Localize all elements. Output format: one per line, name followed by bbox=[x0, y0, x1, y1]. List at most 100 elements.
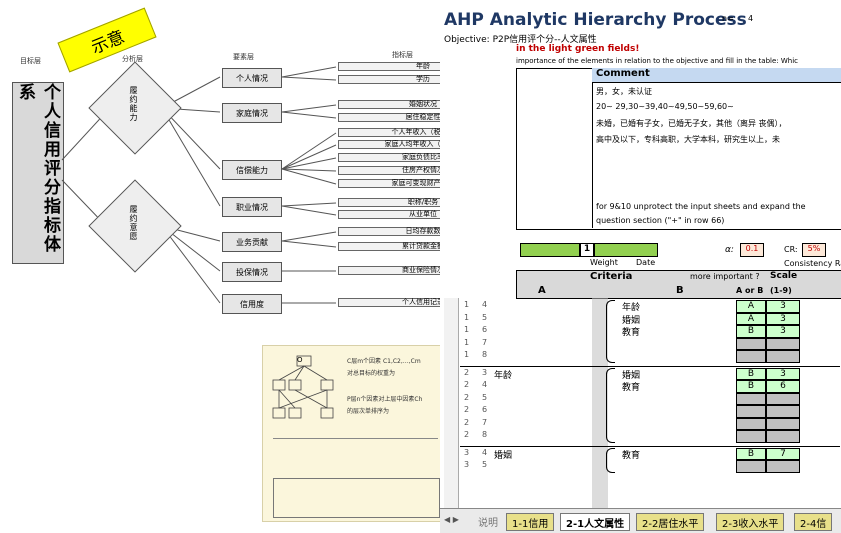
row-index: 1 bbox=[464, 350, 470, 359]
tab-readme[interactable]: 说明 bbox=[478, 518, 498, 529]
choice-cell[interactable]: B bbox=[736, 325, 766, 338]
scale-cell[interactable]: 3 bbox=[766, 300, 800, 313]
comment-header: Comment bbox=[592, 68, 841, 83]
comment-line: 未婚，已婚有子女，已婚无子女，其他（离异 丧偶）， bbox=[596, 119, 787, 128]
row-index: 1 bbox=[464, 325, 470, 334]
factor-family: 家庭情况 bbox=[222, 103, 282, 123]
gray-gutter bbox=[592, 298, 608, 508]
inset-text: P层n个因素对上层中因素Ch bbox=[347, 396, 423, 403]
row-index: 7 bbox=[482, 417, 488, 427]
scale-cell[interactable] bbox=[766, 392, 800, 405]
choice-cell[interactable]: B bbox=[736, 380, 766, 393]
row-index: 5 bbox=[482, 392, 488, 402]
row-index: 8 bbox=[482, 430, 488, 439]
weight-value[interactable]: 1 bbox=[580, 243, 594, 257]
root-node: 个人信用评分指标体系 bbox=[12, 82, 64, 264]
date-field[interactable] bbox=[594, 243, 658, 257]
choice-cell[interactable]: B bbox=[736, 367, 766, 380]
comment-note: for 9&10 unprotect the input sheets and … bbox=[596, 202, 806, 211]
row-index: 4 bbox=[482, 380, 488, 389]
criterion-b: 婚姻 bbox=[622, 315, 641, 326]
choice-cell[interactable] bbox=[736, 430, 766, 443]
criteria-label: Criteria bbox=[590, 271, 633, 282]
criterion-b: 教育 bbox=[622, 450, 641, 461]
comment-divider bbox=[592, 68, 593, 228]
choice-cell[interactable]: A bbox=[736, 300, 766, 313]
textbook-inset: O C层m个因素 C1,C2,…,Cm 对总目标的权重为 P层n个因素对上层中因… bbox=[262, 345, 449, 522]
row-index: 4 bbox=[482, 300, 488, 309]
tab-housing[interactable]: 2-2居住水平 bbox=[636, 513, 705, 531]
row-index: 5 bbox=[482, 312, 488, 322]
factor-business: 业务贡献 bbox=[222, 232, 282, 252]
tab-more[interactable]: 2-4信 bbox=[794, 513, 833, 531]
col-aorb: A or B bbox=[736, 286, 764, 295]
weight-bar[interactable] bbox=[520, 243, 580, 257]
level-label-element: 要素层 bbox=[233, 53, 254, 61]
inset-divider bbox=[273, 438, 438, 439]
row-gutter bbox=[444, 298, 459, 508]
inset-text: 的层次单排序为 bbox=[347, 408, 390, 415]
consistency-label: Consistency Ratio bbox=[784, 259, 841, 268]
row-index: 4 bbox=[482, 447, 488, 457]
level-label-indicator: 指标层 bbox=[392, 51, 413, 59]
scale-cell[interactable] bbox=[766, 417, 800, 430]
criterion-b: 年龄 bbox=[622, 303, 641, 313]
col-a: A bbox=[538, 285, 546, 296]
scale-cell[interactable]: 7 bbox=[766, 447, 800, 460]
objective: Objective: P2P信用评个分--人文属性 bbox=[444, 35, 597, 45]
choice-cell[interactable]: A bbox=[736, 312, 766, 325]
criterion-b: 婚姻 bbox=[622, 370, 641, 381]
scale-cell[interactable]: 3 bbox=[766, 325, 800, 338]
choice-cell[interactable]: B bbox=[736, 447, 766, 460]
scale-cell[interactable] bbox=[766, 460, 800, 473]
inset-node-o: O bbox=[297, 356, 303, 364]
choice-cell[interactable] bbox=[736, 405, 766, 418]
scale-cell[interactable] bbox=[766, 337, 800, 350]
group-separator bbox=[460, 365, 840, 367]
row-index: 1 bbox=[464, 312, 470, 322]
sheet-tab-bar: ◀ ▶ 说明 1-1信用 2-1人文属性 2-2居住水平 2-3收入水平 2-4… bbox=[440, 508, 841, 533]
choice-cell[interactable] bbox=[736, 460, 766, 473]
column-header bbox=[516, 284, 841, 299]
comment-line: 高中及以下，专科高职，大学本科，研究生以上，未 bbox=[596, 135, 780, 144]
scale-cell[interactable]: 3 bbox=[766, 367, 800, 380]
tab-demographics[interactable]: 2-1人文属性 bbox=[560, 513, 631, 531]
row-index: 5 bbox=[482, 460, 488, 469]
choice-cell[interactable] bbox=[736, 392, 766, 405]
scale-cell[interactable] bbox=[766, 430, 800, 443]
hierarchy-sketch bbox=[272, 355, 334, 419]
criterion-b: 教育 bbox=[622, 383, 641, 393]
scale-label: Scale bbox=[770, 271, 798, 281]
scale-cell[interactable] bbox=[766, 405, 800, 418]
date-label: Date bbox=[636, 258, 656, 267]
criterion-b: 教育 bbox=[622, 328, 641, 338]
comment-line: 20~ 29,30~39,40~49,50~59,60~ bbox=[596, 102, 734, 111]
choice-cell[interactable] bbox=[736, 417, 766, 430]
branch-label-willingness: 履约意愿 bbox=[129, 205, 138, 241]
scale-cell[interactable]: 6 bbox=[766, 380, 800, 393]
tab-credit[interactable]: 1-1信用 bbox=[506, 513, 555, 531]
alpha-value[interactable]: 0.1 bbox=[740, 243, 764, 257]
sheet-title: AHP Analytic Hierarchy Process bbox=[444, 10, 747, 30]
instruction-red: in the light green fields! bbox=[516, 44, 640, 54]
row-index: 2 bbox=[464, 417, 470, 427]
factor-credit: 信用度 bbox=[222, 294, 282, 314]
row-index: 3 bbox=[482, 367, 488, 377]
factor-repayment: 信偿能力 bbox=[222, 160, 282, 180]
cr-label: CR: bbox=[784, 245, 798, 254]
scale-cell[interactable]: 3 bbox=[766, 312, 800, 325]
inset-text: 对总目标的权重为 bbox=[347, 370, 396, 377]
inset-text: C层m个因素 C1,C2,…,Cm bbox=[347, 358, 421, 365]
choice-cell[interactable] bbox=[736, 350, 766, 363]
scale-cell[interactable] bbox=[766, 350, 800, 363]
alpha-label: α: bbox=[725, 245, 734, 255]
choice-cell[interactable] bbox=[736, 337, 766, 350]
factor-insurance: 投保情况 bbox=[222, 262, 282, 282]
row-index: 7 bbox=[482, 337, 488, 347]
tab-income[interactable]: 2-3收入水平 bbox=[716, 513, 785, 531]
tab-nav-arrows[interactable]: ◀ ▶ bbox=[444, 515, 459, 524]
row-index: 2 bbox=[464, 405, 470, 414]
more-important-label: more important ? bbox=[690, 272, 760, 281]
group-separator bbox=[460, 445, 840, 447]
row-index: 8 bbox=[482, 350, 488, 359]
